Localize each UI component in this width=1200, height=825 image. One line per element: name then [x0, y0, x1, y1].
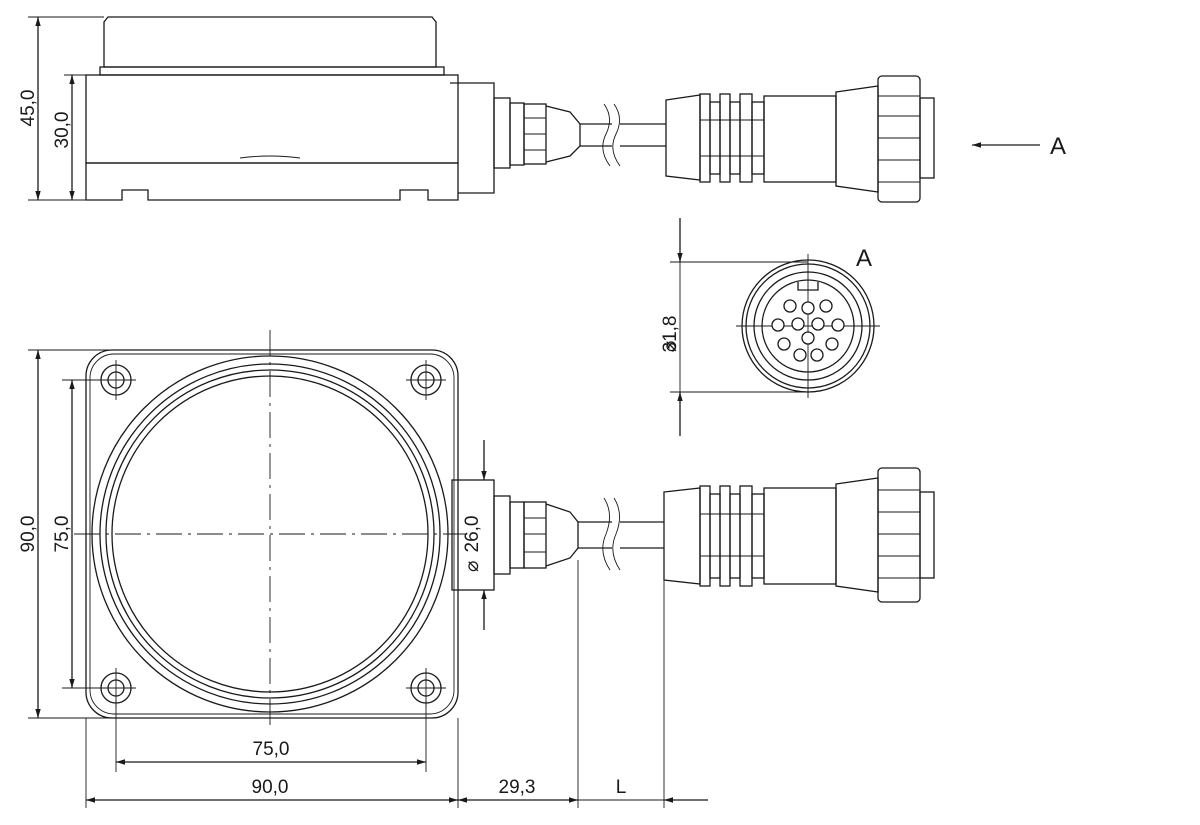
side-view: A 45,0 30,0 [18, 16, 1066, 203]
dim-cable-offset: 29,3 [499, 777, 536, 798]
dim-gland-diameter: 26,0 [462, 516, 483, 553]
connector-face-view: A ⌀ 31,8 [660, 218, 880, 436]
connector-pins [771, 299, 845, 362]
dim-top-height-total: 90,0 [18, 516, 39, 553]
dim-connector-diameter: 31,8 [660, 316, 681, 353]
dim-side-height-body: 30,0 [52, 112, 73, 149]
view-arrow-label: A [1050, 133, 1066, 160]
connector-diameter-symbol: ⌀ [660, 341, 681, 352]
top-view: ⌀ 26,0 90,0 75,0 75,0 90,0 29,3 L [18, 330, 935, 808]
dim-side-height-total: 45,0 [18, 90, 39, 127]
dim-hole-spacing-vertical: 75,0 [52, 516, 73, 553]
dim-cable-length: L [616, 777, 627, 798]
dim-hole-spacing-horizontal: 75,0 [253, 739, 290, 760]
connector-view-label: A [856, 245, 872, 272]
dim-top-width-total: 90,0 [252, 777, 289, 798]
gland-diameter-symbol: ⌀ [462, 561, 483, 572]
